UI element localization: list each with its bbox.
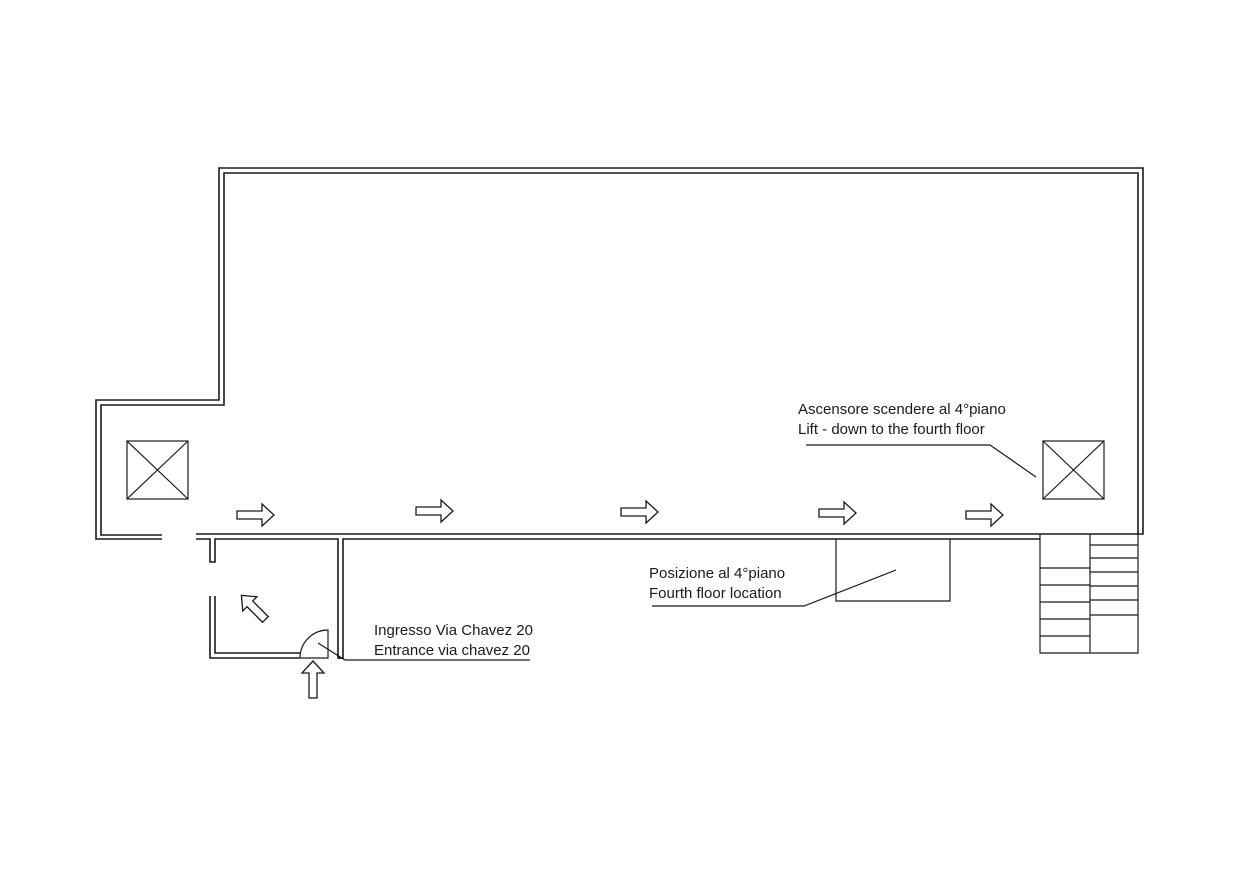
lift-left-icon xyxy=(126,440,189,500)
lift-label-it: Ascensore scendere al 4°piano xyxy=(798,401,1006,418)
entrance-vestibule xyxy=(209,596,343,659)
entrance-label-it: Ingresso Via Chavez 20 xyxy=(374,622,533,639)
entrance-arrow-icon xyxy=(300,660,326,699)
leader-lines xyxy=(317,444,1037,661)
lift-label-en: Lift - down to the fourth floor xyxy=(798,421,985,438)
path-arrow-icon xyxy=(236,502,275,528)
path-arrows xyxy=(236,498,1004,528)
fourth-floor-location-box xyxy=(835,539,951,602)
path-arrow-icon xyxy=(965,502,1004,528)
path-arrow-icon xyxy=(415,498,454,524)
vestibule-arrow-icon xyxy=(240,594,270,624)
path-arrow-icon xyxy=(818,500,857,526)
entrance-label-en: Entrance via chavez 20 xyxy=(374,642,530,659)
position-label-en: Fourth floor location xyxy=(649,585,782,602)
corridor-wall xyxy=(196,533,1040,659)
stairs xyxy=(1039,534,1139,654)
lift-right-icon xyxy=(1042,440,1105,500)
outer-walls xyxy=(95,167,1144,540)
position-label-it: Posizione al 4°piano xyxy=(649,565,786,582)
path-arrow-icon xyxy=(620,499,659,525)
entrance-door xyxy=(299,629,329,659)
